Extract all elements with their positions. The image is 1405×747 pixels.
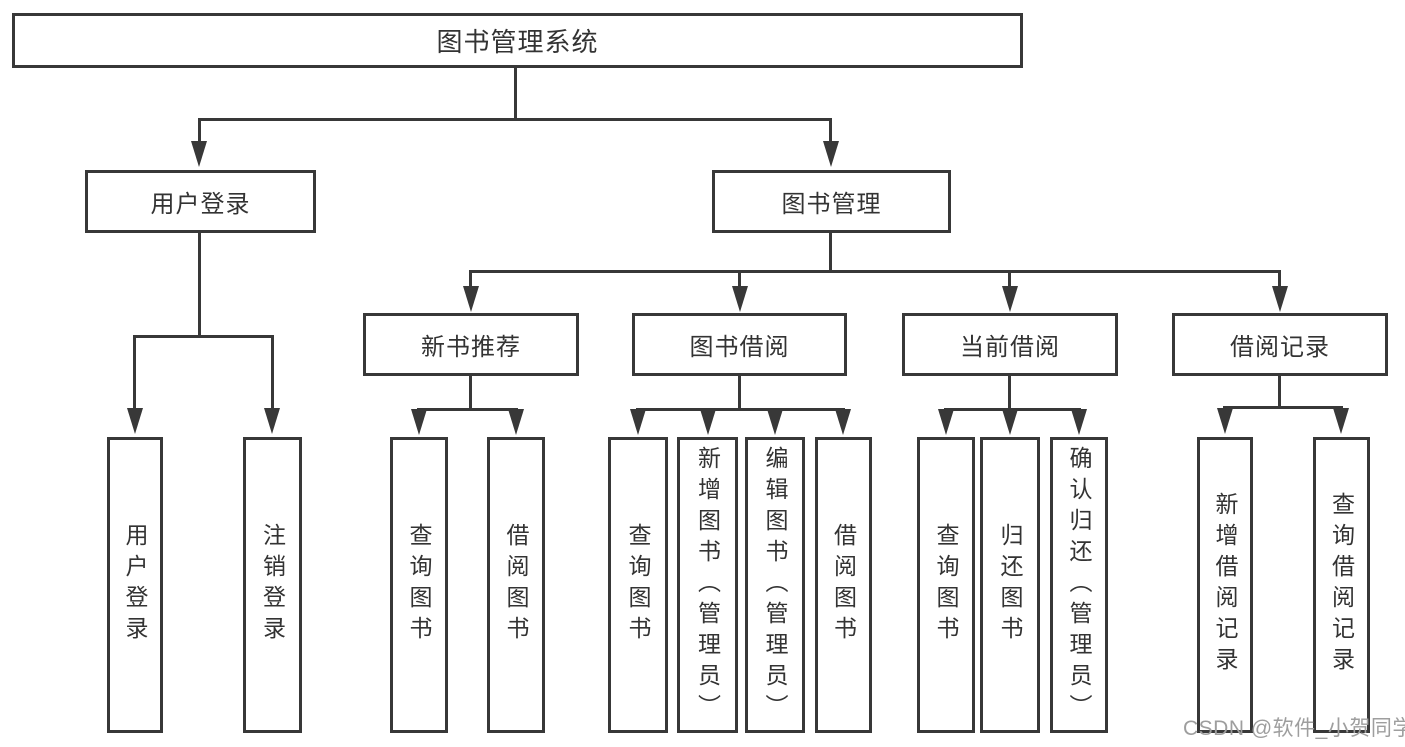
connector-arrowhead — [191, 141, 207, 167]
node-label: 查询图书 — [933, 523, 959, 647]
node-book-borrowing: 图书借阅 — [632, 313, 847, 376]
connector-vline — [469, 270, 472, 286]
leaf-query-books-borrowing: 查询图书 — [608, 437, 668, 733]
node-label: 注销登录 — [259, 523, 286, 647]
connector-vline — [1278, 270, 1281, 286]
node-label: 新增借阅记录 — [1212, 492, 1238, 678]
connector-vline — [198, 233, 201, 335]
connector-arrowhead — [411, 409, 427, 435]
connector-hline — [636, 408, 845, 411]
node-label: 确认归还（管理员） — [1066, 445, 1092, 725]
connector-arrowhead — [1272, 286, 1288, 312]
node-label: 图书管理 — [781, 191, 882, 218]
node-label: 查询图书 — [625, 523, 651, 647]
connector-vline — [469, 376, 472, 408]
leaf-edit-books-admin: 编辑图书（管理员） — [745, 437, 805, 733]
node-label: 当前借阅 — [960, 334, 1060, 361]
connector-arrowhead — [630, 409, 646, 435]
connector-arrowhead — [1217, 408, 1233, 434]
connector-hline — [1223, 406, 1343, 409]
leaf-logout-login: 注销登录 — [243, 437, 302, 733]
node-book-management: 图书管理 — [712, 170, 951, 233]
node-label: 查询借阅记录 — [1328, 492, 1355, 678]
connector-vline — [829, 118, 832, 144]
connector-arrowhead — [823, 141, 839, 167]
node-label: 图书管理系统 — [436, 27, 599, 57]
connector-hline — [417, 408, 518, 411]
connector-vline — [1008, 376, 1011, 408]
connector-arrowhead — [938, 409, 954, 435]
connector-arrowhead — [508, 409, 524, 435]
leaf-query-borrow-record: 查询借阅记录 — [1313, 437, 1370, 733]
node-label: 借阅记录 — [1230, 334, 1330, 361]
connector-hline — [198, 118, 832, 121]
leaf-borrow-books-borrowing: 借阅图书 — [815, 437, 872, 733]
connector-vline — [133, 335, 136, 409]
node-label: 借阅图书 — [830, 523, 857, 647]
node-label: 用户登录 — [150, 191, 251, 218]
connector-vline — [738, 376, 741, 408]
connector-vline — [271, 335, 274, 409]
connector-arrowhead — [127, 408, 143, 434]
connector-arrowhead — [732, 286, 748, 312]
leaf-query-books-current: 查询图书 — [917, 437, 975, 733]
watermark: CSDN @软件_小贺同学 — [1183, 717, 1405, 740]
node-label: 新书推荐 — [421, 334, 521, 361]
connector-vline — [1008, 270, 1011, 286]
connector-arrowhead — [463, 286, 479, 312]
connector-vline — [829, 233, 832, 270]
connector-arrowhead — [264, 408, 280, 434]
connector-arrowhead — [835, 409, 851, 435]
node-current-borrowing: 当前借阅 — [902, 313, 1118, 376]
connector-vline — [198, 118, 201, 144]
connector-arrowhead — [1002, 286, 1018, 312]
connector-arrowhead — [1333, 408, 1349, 434]
node-root: 图书管理系统 — [12, 13, 1023, 68]
node-borrowing-records: 借阅记录 — [1172, 313, 1388, 376]
node-label: 图书借阅 — [689, 334, 790, 361]
node-label: 查询图书 — [406, 523, 432, 647]
leaf-confirm-return-admin: 确认归还（管理员） — [1050, 437, 1108, 733]
node-label: 编辑图书（管理员） — [762, 445, 788, 725]
leaf-user-login: 用户登录 — [107, 437, 163, 733]
leaf-query-books-recommend: 查询图书 — [390, 437, 448, 733]
connector-vline — [1278, 376, 1281, 406]
node-label: 归还图书 — [997, 523, 1023, 647]
connector-vline — [514, 68, 517, 118]
leaf-add-books-admin: 新增图书（管理员） — [677, 437, 738, 733]
connector-arrowhead — [1002, 409, 1018, 435]
connector-arrowhead — [700, 409, 716, 435]
node-label: 借阅图书 — [503, 523, 529, 647]
connector-hline — [469, 270, 1281, 273]
connector-arrowhead — [767, 409, 783, 435]
connector-arrowhead — [1071, 409, 1087, 435]
leaf-add-borrow-record: 新增借阅记录 — [1197, 437, 1253, 733]
leaf-borrow-books-recommend: 借阅图书 — [487, 437, 545, 733]
connector-hline — [133, 335, 274, 338]
leaf-return-books: 归还图书 — [980, 437, 1040, 733]
connector-vline — [738, 270, 741, 286]
node-label: 新增图书（管理员） — [694, 445, 721, 725]
node-user-login: 用户登录 — [85, 170, 316, 233]
node-label: 用户登录 — [122, 523, 148, 647]
node-new-book-recommend: 新书推荐 — [363, 313, 579, 376]
